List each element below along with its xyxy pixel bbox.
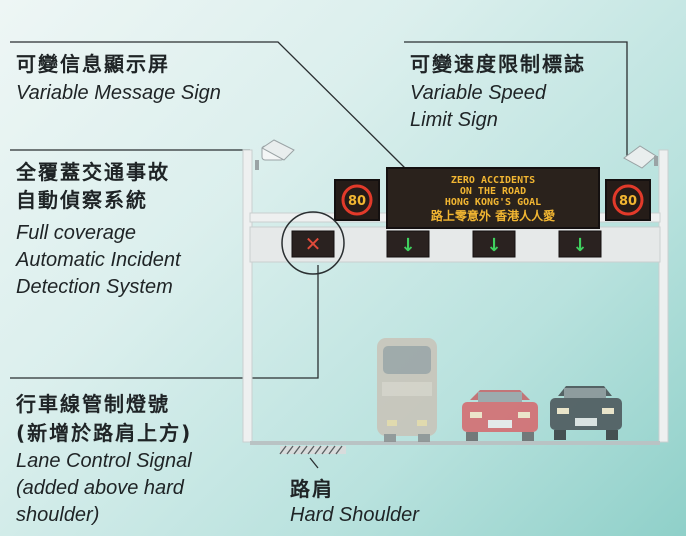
bus — [377, 338, 437, 442]
lane-open-arrow-icon: ↓ — [400, 235, 415, 256]
lane-closed-x-icon: ✕ — [305, 232, 322, 256]
leader-vsl — [404, 41, 628, 158]
aid-label-zh-1: 全覆蓋交通事故 — [16, 160, 170, 184]
callout-circle — [281, 211, 345, 275]
lcs-label-en-3: shoulder) — [16, 504, 100, 526]
cctv-camera-left — [255, 139, 295, 170]
lcs-label-zh-2: (新增於路肩上方) — [16, 421, 193, 445]
lcs-label-zh-1: 行車線管制燈號 — [16, 392, 170, 416]
vsl-label-en-2: Limit Sign — [410, 109, 498, 131]
red-car — [462, 390, 538, 441]
vms-label-zh: 可變信息顯示屏 — [16, 52, 170, 76]
vms-line-4: 路上零意外 香港人人愛 — [431, 208, 555, 223]
vsl-label-zh: 可變速度限制標誌 — [410, 52, 586, 76]
gantry-post-left — [242, 149, 253, 443]
vms-line-3: HONG KONG'S GOAL — [445, 197, 541, 208]
vms-board — [386, 167, 600, 229]
leader-shoulder — [309, 457, 319, 469]
aid-label-en-3: Detection System — [16, 276, 173, 298]
hard-shoulder-hatch — [279, 445, 346, 455]
lane-signal-box-2 — [386, 230, 430, 258]
speed-sign-left — [334, 179, 380, 221]
lcs-label-en-1: Lane Control Signal — [16, 450, 192, 472]
vms-label-en: Variable Message Sign — [16, 82, 221, 104]
speed-limit-left-value: 80 — [348, 194, 366, 209]
vms-line-2: ON THE ROAD — [460, 186, 526, 197]
vms-message: ZERO ACCIDENTS ON THE ROAD HONG KONG'S G… — [431, 175, 555, 223]
leader-vms — [10, 41, 406, 169]
lcs-label-en-2: (added above hard — [16, 477, 184, 499]
leader-lcs — [10, 265, 319, 379]
dark-car — [550, 386, 622, 440]
speed-limit-right-value: 80 — [619, 194, 637, 209]
aid-label-en-2: Automatic Incident — [16, 249, 181, 271]
cctv-camera-right — [623, 145, 658, 169]
lane-open-arrow-icon: ↓ — [486, 235, 501, 256]
vms-line-1: ZERO ACCIDENTS — [451, 175, 535, 186]
shoulder-label-zh: 路肩 — [290, 477, 334, 501]
shoulder-label-en: Hard Shoulder — [290, 504, 419, 526]
lane-signal-box-3 — [472, 230, 516, 258]
lane-signal-box-4 — [558, 230, 602, 258]
aid-label-zh-2: 自動偵察系統 — [16, 188, 148, 212]
aid-label-en-1: Full coverage — [16, 222, 137, 244]
lane-signal-box-1 — [291, 230, 335, 258]
vsl-label-en-1: Variable Speed — [410, 82, 547, 104]
leader-lines — [10, 41, 628, 469]
gantry-post-right — [658, 149, 669, 443]
road-surface — [250, 441, 660, 445]
lane-open-arrow-icon: ↓ — [572, 235, 587, 256]
speed-sign-right — [605, 179, 651, 221]
